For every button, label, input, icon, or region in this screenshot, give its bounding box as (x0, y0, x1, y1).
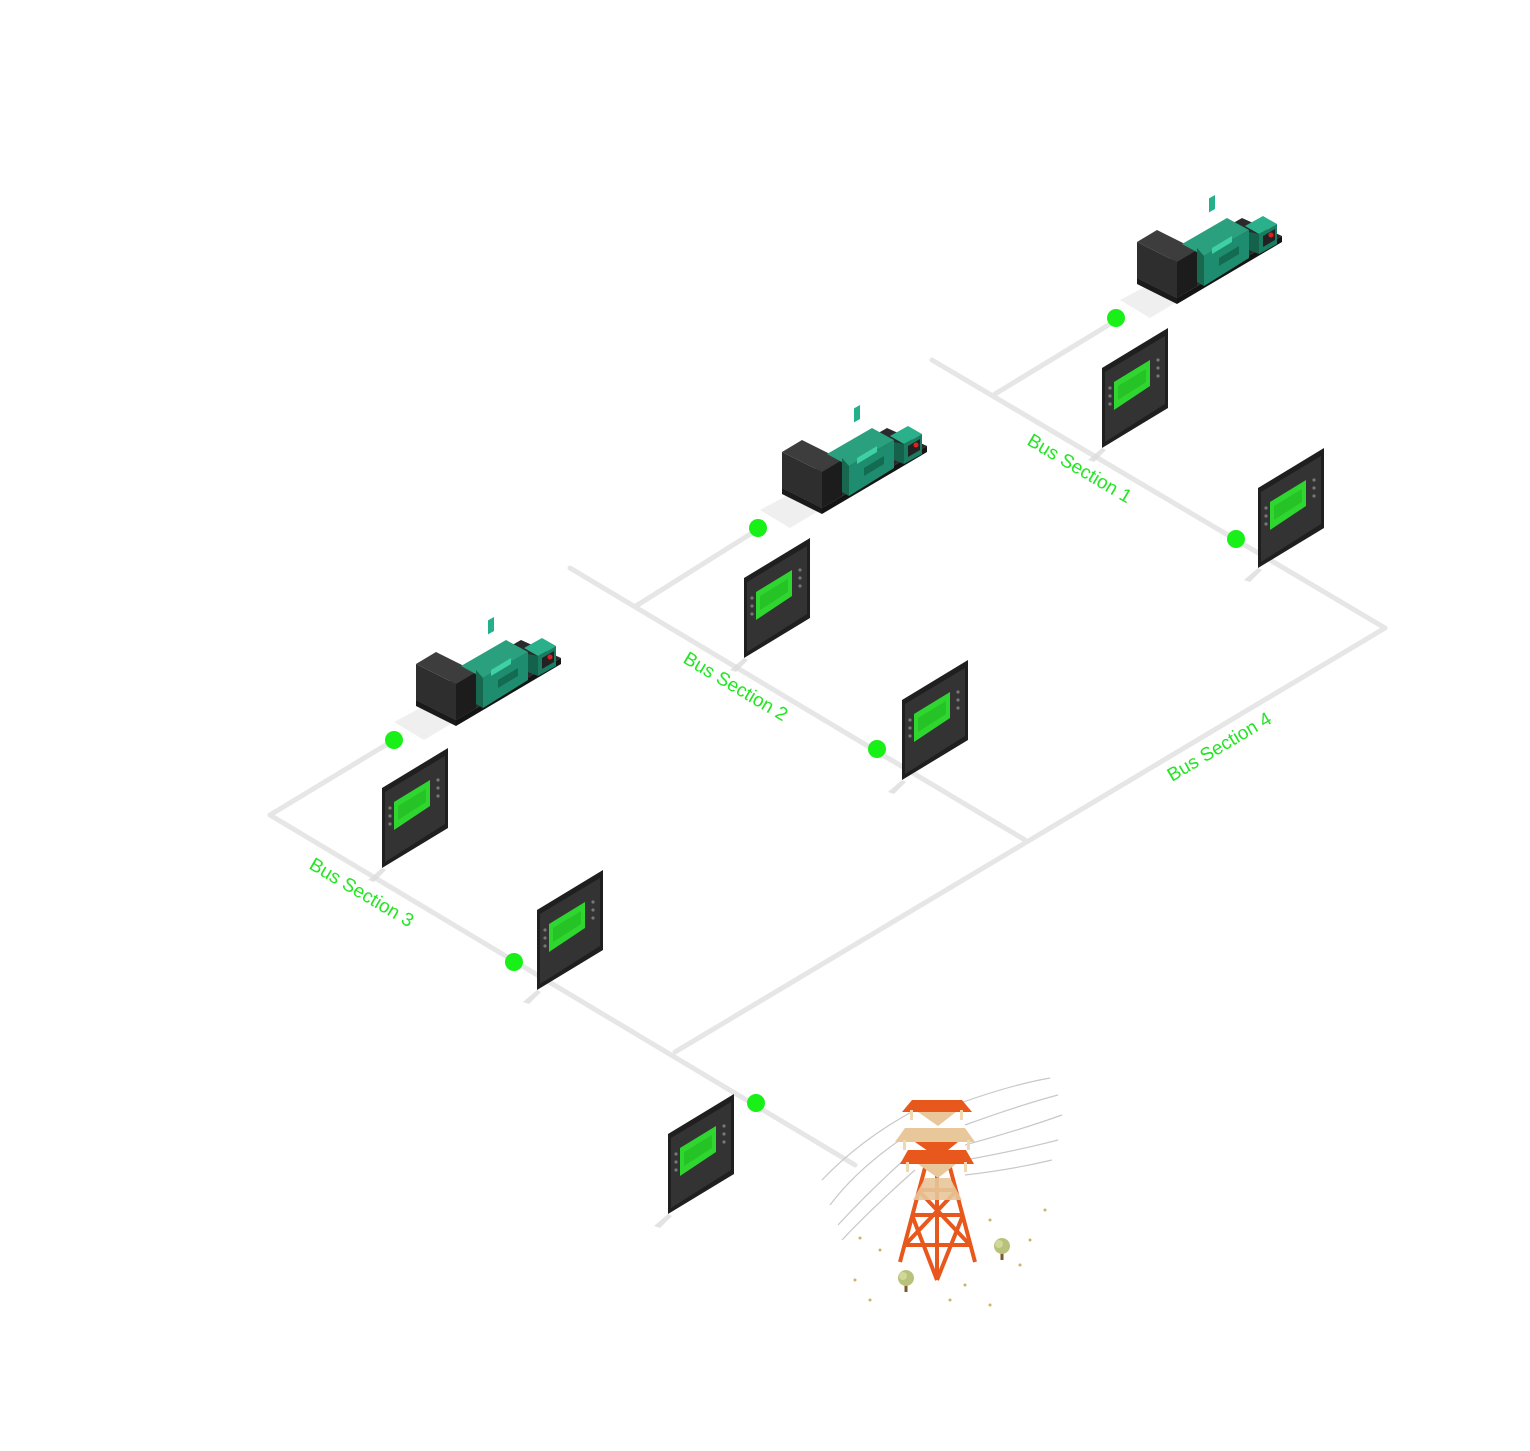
controller-icon[interactable] (888, 660, 968, 794)
gen-1-feeder (992, 315, 1123, 397)
status-dot (868, 740, 886, 758)
controller-icon[interactable] (368, 748, 448, 882)
status-dot (1227, 530, 1245, 548)
status-dots (385, 309, 1245, 1112)
status-dot (749, 519, 767, 537)
generator-set-icon (1137, 194, 1282, 304)
bus-section-2-label: Bus Section 2 (679, 648, 791, 726)
generator-set-icon (416, 616, 561, 726)
status-dot (505, 953, 523, 971)
gen-2-feeder (633, 525, 763, 609)
bus-section-2-line (567, 565, 1028, 843)
generator-set-icon (782, 404, 927, 514)
controller-icon[interactable] (654, 1094, 734, 1228)
controller-icon[interactable] (523, 870, 603, 1004)
status-dot (1107, 309, 1125, 327)
tree-icon (898, 1270, 914, 1292)
tree-icon (994, 1238, 1010, 1260)
bus-section-1-line (929, 357, 1388, 631)
status-dot (385, 731, 403, 749)
controller-icon[interactable] (1088, 328, 1168, 462)
transmission-tower-icon (821, 1077, 1063, 1307)
bus-section-3-line (267, 812, 858, 1168)
controller-icon[interactable] (730, 538, 810, 672)
controller-icon[interactable] (1244, 448, 1324, 582)
gen-3-feeder (267, 737, 397, 818)
bus-section-4-line (672, 625, 1388, 1055)
status-dot (747, 1094, 765, 1112)
